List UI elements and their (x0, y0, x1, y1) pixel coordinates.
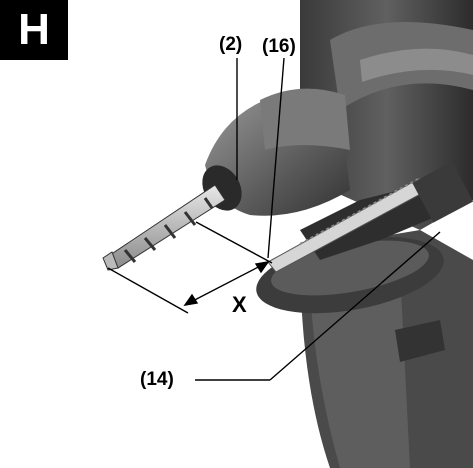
dimension-x-label: X (232, 292, 247, 317)
callout-depth-stop: (16) (262, 36, 296, 57)
leader-lines (195, 57, 441, 381)
callout-chuck: (2) (219, 34, 243, 55)
dimension-x (107, 221, 273, 314)
depth-stop-rod (267, 161, 473, 273)
drill-bit (102, 184, 226, 271)
figure-label-badge: H (0, 0, 68, 60)
callout-handle-screw: (14) (140, 369, 174, 390)
